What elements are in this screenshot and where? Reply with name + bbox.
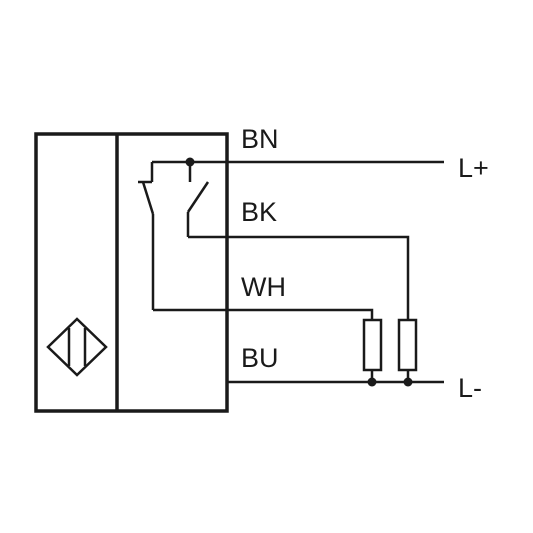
- switch-contacts: [138, 157, 227, 312]
- wire-label-bk: BK: [241, 197, 277, 227]
- rail-label-negative: L-: [458, 373, 482, 403]
- no-contact-blade: [186, 181, 210, 213]
- inductive-sensor-diamond-icon: [46, 317, 108, 377]
- bk-wire: [227, 235, 410, 320]
- wire-label-wh: WH: [241, 272, 286, 302]
- sensor-housing: [34, 132, 229, 413]
- load-resistors: [362, 318, 418, 387]
- wire-label-bu: BU: [241, 343, 279, 373]
- wire-label-bn: BN: [241, 124, 279, 154]
- load-resistor-bk: [397, 318, 418, 372]
- load-junction-dot-bk: [403, 377, 413, 387]
- sensor-body-outline: [34, 132, 229, 413]
- load-junction-dot-wh: [367, 377, 377, 387]
- load-resistor-wh: [362, 318, 383, 372]
- rail-label-positive: L+: [458, 153, 489, 183]
- wh-wire: [227, 308, 374, 320]
- nc-contact-blade: [141, 181, 155, 215]
